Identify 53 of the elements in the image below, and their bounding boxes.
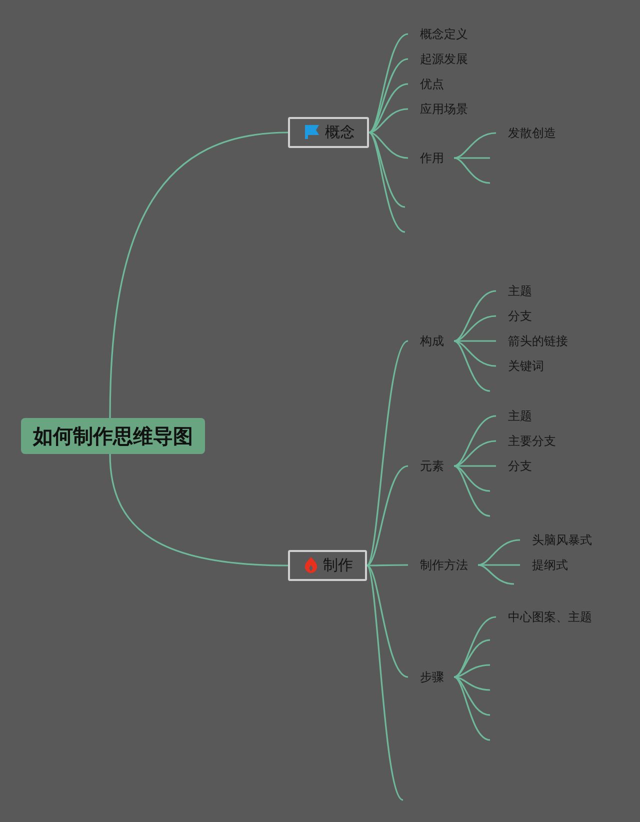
subtopic-label: 应用场景 [408,100,478,118]
branch-line [366,564,408,678]
branch-line [454,676,490,716]
branch-line [454,290,496,342]
subtopic-label: 起源发展 [408,50,478,68]
topic-box [288,550,367,580]
topic-label: 制作 [323,556,353,574]
topic-label: 概念 [325,122,355,142]
subtopic-label: 元素 [408,457,454,475]
branch-line [109,454,288,566]
subtopic-label: 分支 [496,307,542,325]
subtopic-label: 分支 [496,457,542,475]
branch-line [368,132,406,208]
branch-line [368,132,406,233]
subtopic-label: 关键词 [496,357,554,375]
branch-line [366,340,409,566]
subtopic-label: 概念定义 [408,25,478,43]
branch-line [454,132,496,159]
subtopic-label: 构成 [408,332,454,350]
branch-line [454,465,490,517]
subtopic-label: 制作方法 [408,556,478,574]
branch-line [454,676,490,741]
subtopic-label: 步骤 [408,668,454,686]
subtopic-label: 主题 [496,407,542,425]
branch-line [478,539,520,566]
subtopic-label: 提纲式 [520,556,578,574]
branch-line [454,465,496,467]
subtopic-label: 主要分支 [496,432,566,450]
subtopic-label: 主题 [496,282,542,300]
branch-line [368,33,408,134]
branch-line [368,132,408,159]
topic-box [288,116,369,148]
branch-line [109,132,288,418]
branch-line [366,565,404,801]
branch-line [454,639,490,678]
central-topic: 如何制作思维导图 [21,418,205,454]
subtopic-label: 头脑风暴式 [520,531,602,549]
branch-line [478,564,520,566]
branch-line [454,340,496,342]
branch-line [454,415,496,467]
branch-line [367,564,408,566]
branch-line [368,108,408,134]
subtopic-label: 箭头的链接 [496,332,578,350]
subtopic-label: 作用 [408,149,454,167]
branch-line [478,564,514,585]
branch-line [368,58,408,134]
branch-line [454,157,490,184]
subtopic-label: 发散创造 [496,124,566,142]
branch-line [366,465,408,566]
branch-line [454,340,490,392]
subtopic-label: 优点 [408,75,454,93]
subtopic-label: 中心图案、主题 [496,608,602,626]
branch-line [454,157,490,159]
